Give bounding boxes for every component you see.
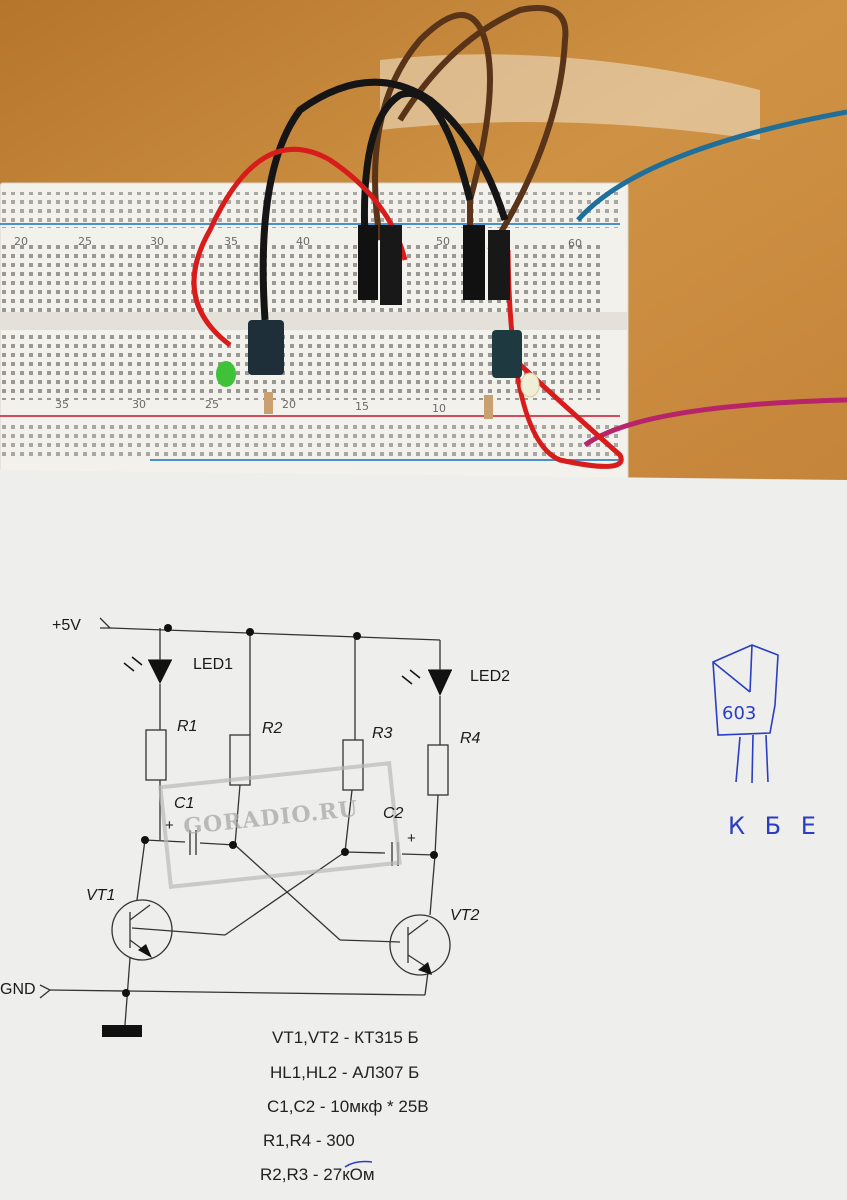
led-clear	[520, 372, 540, 398]
brown-wire-1	[372, 12, 493, 260]
paper-sheet	[0, 470, 847, 1200]
breadboard-column-number: 60	[568, 237, 582, 250]
resistor	[264, 392, 273, 414]
vt1-label: VT1	[86, 887, 116, 904]
transistor-sketch	[712, 644, 779, 784]
c1-plus-label: +	[165, 817, 174, 834]
parts-list-line: VT1,VT2 - КТ315 Б	[272, 1028, 419, 1047]
led2-label: LED2	[470, 668, 511, 685]
breadboard-column-number: 35	[224, 235, 238, 248]
breadboard-column-number: 20	[282, 398, 296, 411]
black-wire-2	[360, 89, 474, 241]
r2-label: R2	[262, 720, 283, 737]
transistor-marking: 603	[722, 703, 757, 724]
breadboard-column-number: 50	[436, 235, 450, 248]
watermark-stamp	[158, 761, 402, 889]
capacitor-c1	[248, 320, 284, 375]
handwritten-tick	[344, 1160, 373, 1168]
led1-label: LED1	[193, 656, 234, 673]
c1-label: C1	[174, 795, 195, 812]
r3-label: R3	[372, 725, 393, 742]
dupont-connector	[488, 230, 510, 300]
dupont-connector	[463, 225, 485, 300]
breadboard-column-number: 30	[150, 235, 164, 248]
supply-label: +5V	[52, 617, 81, 634]
breadboard-column-number: 25	[205, 398, 219, 411]
breadboard-column-number: 20	[14, 235, 28, 248]
ground-label: GND	[0, 981, 36, 998]
breadboard-column-number: 15	[355, 400, 369, 413]
breadboard-column-number: 10	[432, 402, 446, 415]
c2-plus-label: +	[407, 830, 416, 847]
parts-list-line: R2,R3 - 27кОм	[260, 1165, 375, 1184]
led-green	[216, 361, 236, 387]
led-light-arrows	[123, 656, 421, 685]
breadboard-column-number: 35	[55, 398, 69, 411]
capacitor-c2	[492, 330, 522, 378]
blue-wire	[576, 109, 847, 222]
r1-label: R1	[177, 718, 198, 735]
red-wire-1	[191, 146, 408, 347]
c2-label: C2	[383, 805, 404, 822]
dupont-connector	[358, 225, 378, 300]
vt2-label: VT2	[450, 907, 480, 924]
resistor	[484, 395, 493, 419]
breadboard-column-number: 25	[78, 235, 92, 248]
breadboard-column-number: 40	[296, 235, 310, 248]
parts-list-line: R1,R4 - 300	[263, 1131, 355, 1150]
schematic-filled-parts	[102, 624, 452, 1037]
dupont-connector	[380, 225, 402, 305]
breadboard-column-number: 30	[132, 398, 146, 411]
r4-label: R4	[460, 730, 481, 747]
parts-list-line: HL1,HL2 - АЛ307 Б	[270, 1063, 420, 1082]
parts-list-line: C1,C2 - 10мкф * 25В	[267, 1097, 429, 1116]
black-wire-1	[259, 78, 509, 321]
desk-glare	[380, 54, 760, 140]
brown-wire-2	[397, 5, 569, 252]
transistor-pin-labels: К Б Е	[728, 812, 822, 840]
